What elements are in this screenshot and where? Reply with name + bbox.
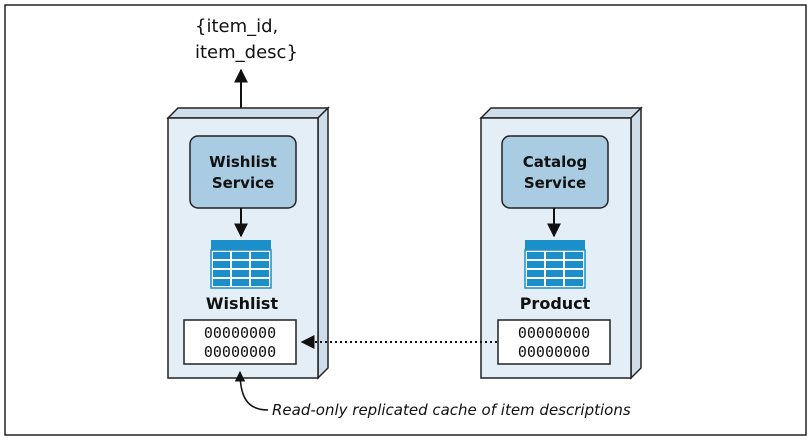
output-label-line-2: item_desc} xyxy=(195,42,298,63)
annotation-pointer xyxy=(234,370,269,411)
catalog-server-box: Catalog Service Product 00000000 0000000… xyxy=(479,106,643,380)
catalog-cache-row-2: 00000000 xyxy=(518,343,590,361)
wishlist-service-node xyxy=(189,135,297,209)
wishlist-cache-block xyxy=(183,319,297,365)
wishlist-table-label: Wishlist xyxy=(206,294,279,313)
catalog-service-node xyxy=(501,135,609,209)
wishlist-server-box: Wishlist Service Wishlist 00000000 00000… xyxy=(166,106,330,380)
catalog-cache-block xyxy=(497,319,611,365)
box-side-face xyxy=(317,106,329,380)
wishlist-service-label-2: Service xyxy=(212,174,274,192)
annotation-label: Read-only replicated cache of item descr… xyxy=(272,401,631,419)
outer-frame xyxy=(4,4,807,436)
box-top-face xyxy=(166,107,330,119)
catalog-service-label-1: Catalog xyxy=(523,153,588,171)
product-table-label: Product xyxy=(520,294,591,313)
wishlist-cache-row-1: 00000000 xyxy=(204,324,276,342)
wishlist-service-label-1: Wishlist xyxy=(209,153,277,171)
catalog-cache-row-1: 00000000 xyxy=(518,324,590,342)
wishlist-cache-row-2: 00000000 xyxy=(204,343,276,361)
product-table-icon xyxy=(524,240,586,289)
catalog-service-label-2: Service xyxy=(524,174,586,192)
box-side-face xyxy=(630,106,642,380)
output-label-line-1: {item_id, xyxy=(195,16,278,37)
box-top-face xyxy=(479,107,643,119)
wishlist-table-icon xyxy=(210,240,272,289)
output-label: {item_id, item_desc} xyxy=(195,16,298,63)
